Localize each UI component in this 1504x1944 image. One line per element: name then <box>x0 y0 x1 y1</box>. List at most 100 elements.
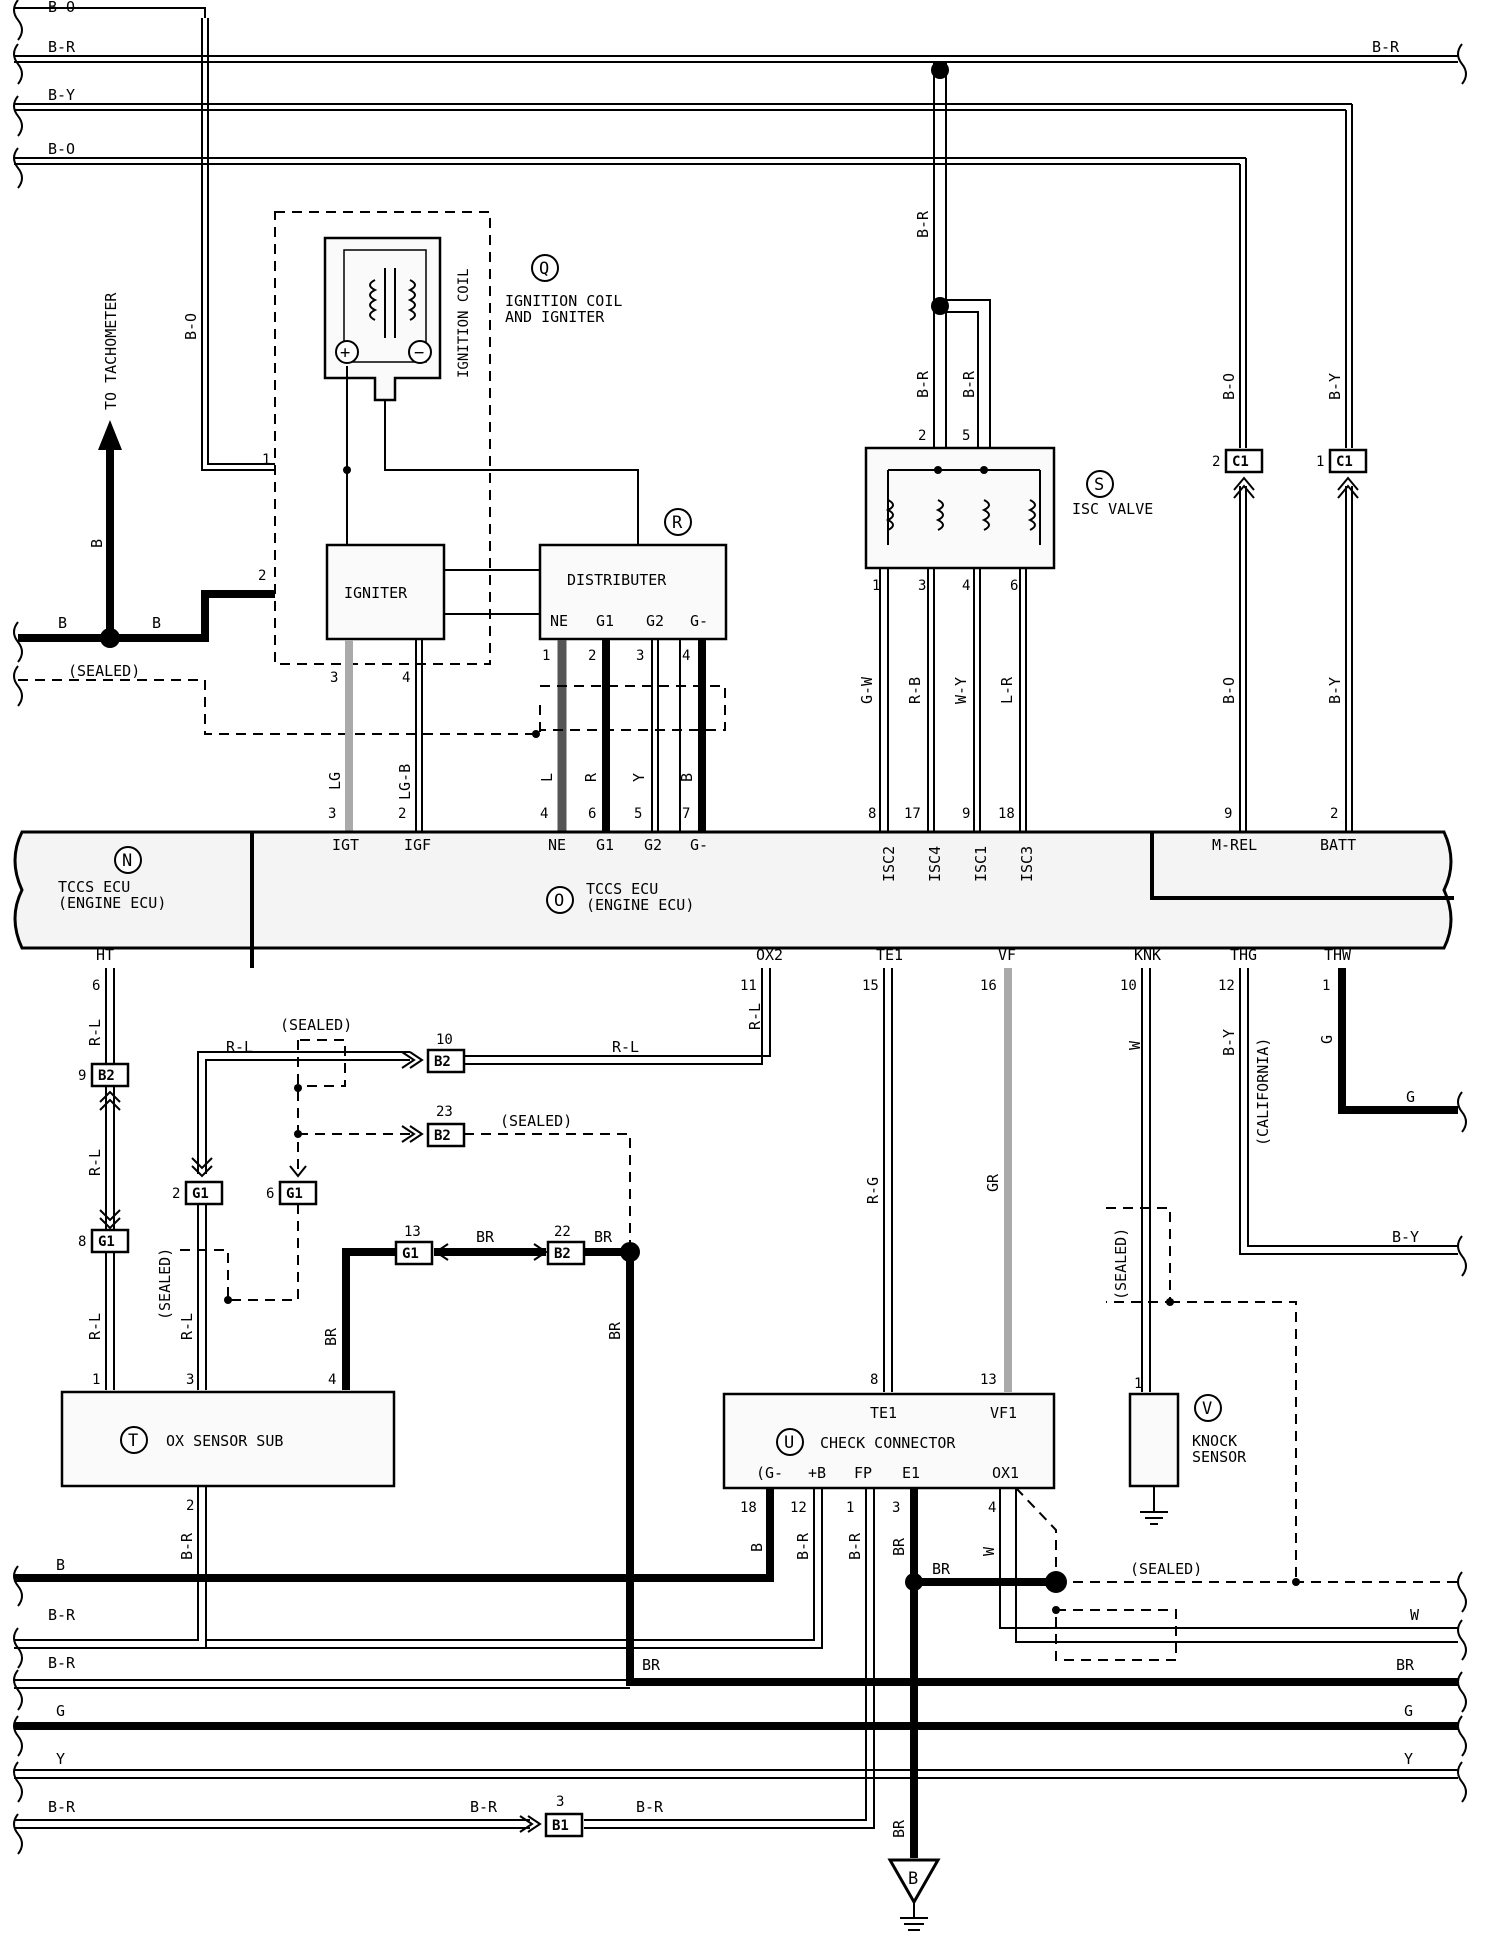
sealed-note: (SEALED) <box>68 662 140 680</box>
wire-label: G <box>1406 1088 1415 1106</box>
ecu-pin: G2 <box>644 836 662 854</box>
ecu-pin: G- <box>690 836 708 854</box>
pin-number: 5 <box>634 806 642 822</box>
wire-label: B <box>58 614 67 632</box>
connector-g1: G1 <box>98 1234 115 1250</box>
pin-number: 13 <box>980 1372 997 1388</box>
pin-number: 6 <box>1010 578 1018 594</box>
component-letter: T <box>128 1431 138 1451</box>
pin-number: 3 <box>636 648 644 664</box>
component-letter: U <box>784 1433 794 1453</box>
wire-label: B-Y <box>1326 373 1344 400</box>
pin-number: 2 <box>918 428 926 444</box>
ecu-pin: G1 <box>596 836 614 854</box>
check-connector: TE1 VF1 U CHECK CONNECTOR (G- +B FP E1 O… <box>722 1372 1056 1516</box>
connector-b2: B2 <box>434 1128 451 1144</box>
pin-number: 3 <box>892 1500 900 1516</box>
wire-label: R-L <box>86 1149 104 1176</box>
svg-text:−: − <box>414 343 424 363</box>
connector-c1: C1 <box>1232 454 1249 470</box>
pin-number: 10 <box>1120 978 1137 994</box>
cc-pin: OX1 <box>992 1464 1019 1482</box>
wire-label: B-R <box>48 1798 76 1816</box>
pin-number: 2 <box>186 1498 194 1514</box>
sealed-note: (SEALED) <box>280 1016 352 1034</box>
wire-label: W <box>980 1546 998 1556</box>
dist-pin: G2 <box>646 612 664 630</box>
pin-number: 8 <box>870 1372 878 1388</box>
tccs-ecu: N TCCS ECU (ENGINE ECU) HT O TCCS ECU (E… <box>13 806 1454 968</box>
pin-number: 4 <box>540 806 548 822</box>
connector-g1: G1 <box>192 1186 209 1202</box>
wire-label: B-R <box>48 1606 76 1624</box>
top-buses: B-O B-R B-Y B-O B-R <box>14 0 1458 165</box>
component-name: AND IGNITER <box>505 308 605 326</box>
wire-label: B-R <box>470 1798 498 1816</box>
wire-label: R-B <box>906 677 924 704</box>
wire-label: B-R <box>636 1798 664 1816</box>
wire-label: Y <box>1404 1750 1413 1768</box>
pin-number: 3 <box>186 1372 194 1388</box>
pin-number: 3 <box>556 1794 564 1810</box>
pin-number: 2 <box>172 1186 180 1202</box>
pin-number: 7 <box>682 806 690 822</box>
wire-label: LG-B <box>396 764 414 800</box>
wire-label: B-R <box>960 370 978 398</box>
coil-label: IGNITION COIL <box>456 268 472 378</box>
california-note: (CALIFORNIA) <box>1254 1038 1272 1146</box>
wire-label: Y <box>630 773 648 782</box>
wire-label: W-Y <box>952 677 970 704</box>
pin-number: 12 <box>790 1500 807 1516</box>
wire-label: R-L <box>612 1038 639 1056</box>
ecu-pin: THG <box>1230 946 1257 964</box>
dist-pin: G- <box>690 612 708 630</box>
wire-label: BR <box>890 1819 908 1838</box>
pin-number: 1 <box>846 1500 854 1516</box>
wire-label: B <box>88 539 106 548</box>
ecu-n-line1: TCCS ECU <box>58 878 130 896</box>
dist-pin: G1 <box>596 612 614 630</box>
ecu-pin: ISC3 <box>1018 846 1036 882</box>
wire-label: B-R <box>1372 38 1400 56</box>
wire-label: BR <box>642 1656 661 1674</box>
pin-number: 23 <box>436 1104 453 1120</box>
wire-label: B <box>748 1543 766 1552</box>
wire-label: B-O <box>1220 373 1238 400</box>
pin-number: 2 <box>398 806 406 822</box>
wire-label: G <box>1404 1702 1413 1720</box>
wire-label: B-Y <box>1220 1029 1238 1056</box>
wire-label: L-R <box>998 676 1016 704</box>
ecu-pin: ISC1 <box>972 846 990 882</box>
wire-label: LG <box>326 772 344 790</box>
pin-number: 22 <box>554 1224 571 1240</box>
wire-label: W <box>1126 1040 1144 1050</box>
cc-pin: +B <box>808 1464 826 1482</box>
component-name: CHECK CONNECTOR <box>820 1434 956 1452</box>
ecu-pin: IGT <box>332 836 359 854</box>
ecu-pin: IGF <box>404 836 431 854</box>
wire-label: G-W <box>858 676 876 704</box>
ecu-pin: KNK <box>1134 946 1161 964</box>
pin-number: 2 <box>1330 806 1338 822</box>
pin-number: 5 <box>962 428 970 444</box>
component-letter: O <box>554 891 564 911</box>
wire-label: B-R <box>178 1532 196 1560</box>
wire-label: R-G <box>864 1177 882 1204</box>
pin-number: 6 <box>92 978 100 994</box>
wire-label: B <box>152 614 161 632</box>
wire-label: B-R <box>914 210 932 238</box>
igniter-label: IGNITER <box>344 584 408 602</box>
pin-number: 1 <box>1322 978 1330 994</box>
pin-number: 4 <box>962 578 970 594</box>
connector-g1: G1 <box>402 1246 419 1262</box>
to-tachometer-arrow: TO TACHOMETER B <box>88 292 122 640</box>
pin-number: 9 <box>1224 806 1232 822</box>
cc-pin: E1 <box>902 1464 920 1482</box>
wire-label: B-O <box>48 0 75 16</box>
cc-pin: TE1 <box>870 1404 897 1422</box>
wire-label: L <box>538 773 556 782</box>
pin-number: 8 <box>868 806 876 822</box>
sealed-note: (SEALED) <box>500 1112 572 1130</box>
pin-number: 8 <box>78 1234 86 1250</box>
